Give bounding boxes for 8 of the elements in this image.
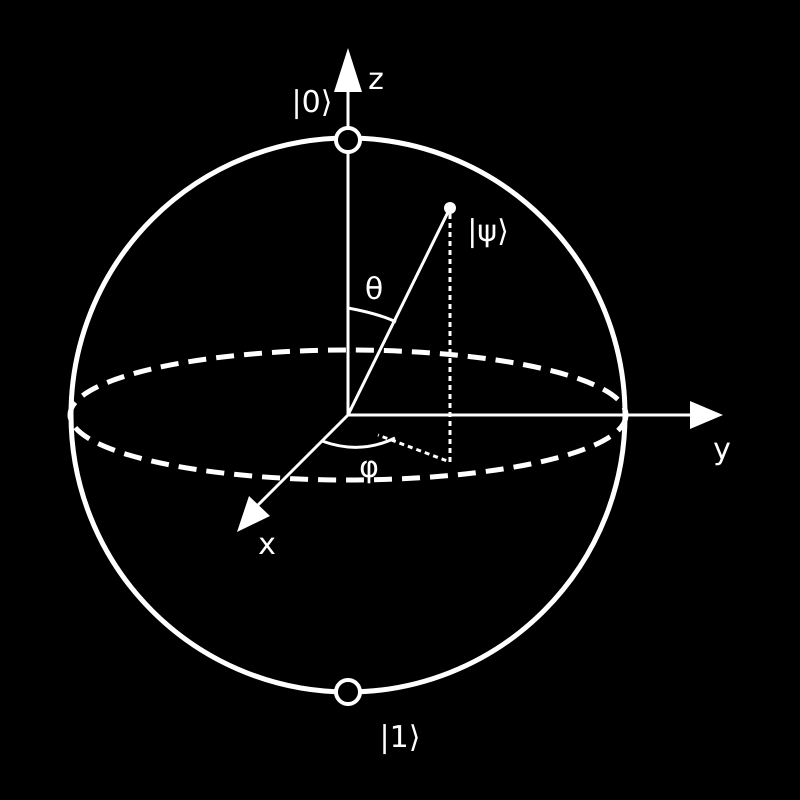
axis-label: y [713, 435, 731, 465]
angle-label: φ [359, 453, 379, 483]
state-label: |1⟩ [380, 723, 420, 753]
state-label: |0⟩ [292, 88, 332, 118]
axis-label: x [258, 530, 276, 560]
state-label: |ψ⟩ [467, 217, 509, 247]
axis-label: z [368, 65, 384, 95]
angle-label: θ [364, 275, 384, 305]
